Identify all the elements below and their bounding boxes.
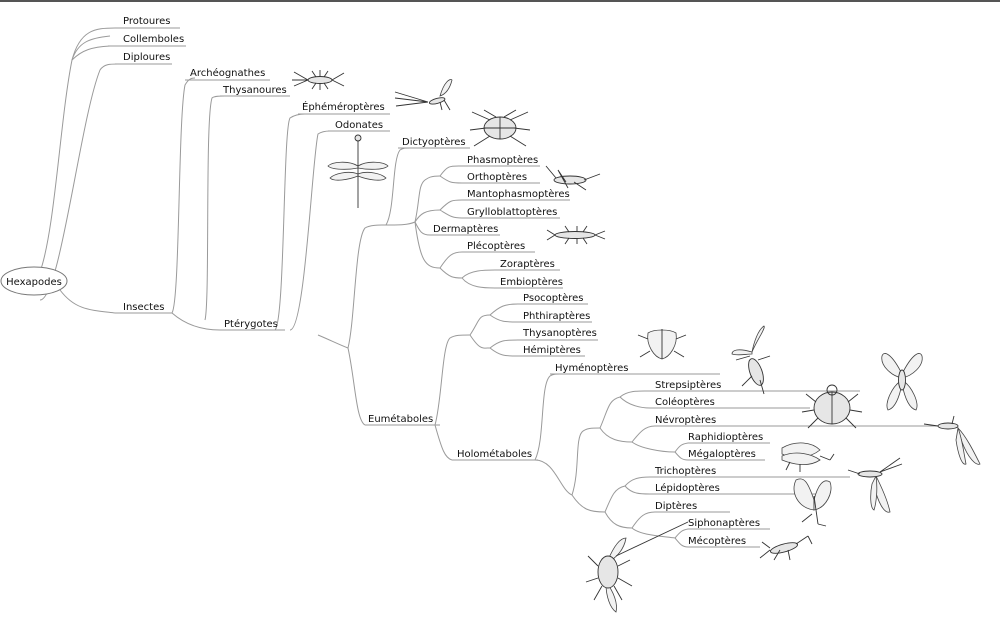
label-plecopteres: Plécoptères xyxy=(467,240,525,252)
fly-icon xyxy=(585,521,689,613)
tree-edges xyxy=(39,27,950,548)
label-coleopteres: Coléoptères xyxy=(655,396,715,408)
label-hemipteres: Hémiptères xyxy=(523,344,581,356)
label-embiopteres: Embioptères xyxy=(500,276,563,288)
label-psocopteres: Psocoptères xyxy=(523,292,583,304)
lacewing-icon xyxy=(923,415,981,465)
illustrations xyxy=(292,70,981,613)
label-pterygotes: Ptérygotes xyxy=(224,318,278,330)
label-protoures: Protoures xyxy=(123,16,171,27)
label-collemboles: Collemboles xyxy=(123,34,184,45)
label-mecopteres: Mécoptères xyxy=(688,535,746,547)
silverfish-icon xyxy=(292,70,345,90)
label-hymenopteres: Hyménoptères xyxy=(555,362,628,374)
label-lepidopteres: Lépidoptères xyxy=(655,482,720,494)
label-grylloblattopteres: Grylloblattoptères xyxy=(467,206,557,218)
root-label: Hexapodes xyxy=(6,277,62,288)
label-dermapteres: Dermaptères xyxy=(433,223,498,235)
label-archeognathes: Archéognathes xyxy=(190,67,265,79)
label-raphidiopteres: Raphidioptères xyxy=(688,431,763,443)
label-zorapteres: Zoraptères xyxy=(500,258,555,270)
label-underlines xyxy=(115,27,538,461)
cicada-icon xyxy=(637,329,687,360)
wasp-icon xyxy=(731,325,771,395)
label-dipteres: Diptères xyxy=(655,500,697,512)
label-diploures: Diploures xyxy=(123,52,170,63)
top-border xyxy=(0,0,1000,2)
label-dictyopteres: Dictyoptères xyxy=(402,136,466,148)
label-siphonapteres: Siphonaptères xyxy=(688,517,760,529)
taxon-labels: Protoures Collemboles Diploures Insectes… xyxy=(123,16,763,547)
label-eumetaboles: Eumétaboles xyxy=(368,413,433,425)
label-thysanopteres: Thysanoptères xyxy=(522,327,597,339)
root-node: Hexapodes xyxy=(0,266,68,296)
ladybug-icon xyxy=(801,384,863,429)
label-megalopteres: Mégaloptères xyxy=(688,448,756,460)
label-insectes: Insectes xyxy=(123,302,164,313)
label-phthirapteres: Phthiraptères xyxy=(523,310,590,322)
label-holometaboles: Holométaboles xyxy=(457,448,532,460)
label-strepsipteres: Strepsiptères xyxy=(655,379,721,391)
scorpionfly-icon xyxy=(759,535,813,561)
dragonfly-icon xyxy=(327,134,389,208)
butterfly-icon xyxy=(793,478,832,527)
label-orthopteres: Orthoptères xyxy=(467,171,527,183)
label-odonates: Odonates xyxy=(335,120,383,131)
label-ephemeropteres: Éphéméroptères xyxy=(302,100,385,113)
label-thysanoures: Thysanoures xyxy=(222,85,287,96)
grasshopper-icon xyxy=(545,165,601,191)
label-nevropteres: Névroptères xyxy=(655,414,716,426)
mayfly-icon xyxy=(394,79,453,111)
label-phasmopteres: Phasmoptères xyxy=(467,154,538,166)
moth-icon xyxy=(881,353,923,411)
earwig-icon xyxy=(546,225,606,245)
label-mantophasmopteres: Mantophasmoptères xyxy=(467,188,570,200)
caddisfly-icon xyxy=(847,457,903,513)
label-trichopteres: Trichoptères xyxy=(654,465,716,477)
alderfly-icon xyxy=(781,442,835,472)
cockroach-icon xyxy=(469,109,531,147)
